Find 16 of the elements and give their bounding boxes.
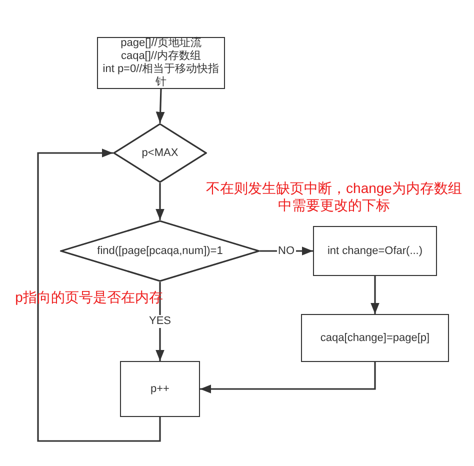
arrow	[37, 148, 161, 442]
arrow	[200, 362, 376, 394]
code-text: int p=0//相当于移动快指针	[102, 63, 220, 89]
process-box: int change=Ofar(...)	[313, 226, 437, 276]
arrow	[156, 183, 164, 220]
decision-diamond: p<MAX	[113, 123, 207, 183]
code-text: caqa[]//内存数组	[120, 50, 202, 63]
arrow	[370, 276, 380, 314]
process-box: p++	[120, 361, 200, 417]
edge-label: YES	[148, 315, 172, 328]
annotation-text: 不在则发生缺页中断，change为内存数组中需要更改的下标	[205, 180, 463, 214]
arrow	[156, 88, 165, 124]
decision-diamond: find([page[pcaqa,num])=1	[60, 220, 260, 282]
start-box	[97, 37, 225, 89]
edge-label: NO	[277, 244, 296, 258]
process-box: caqa[change]=page[p]	[301, 314, 449, 362]
